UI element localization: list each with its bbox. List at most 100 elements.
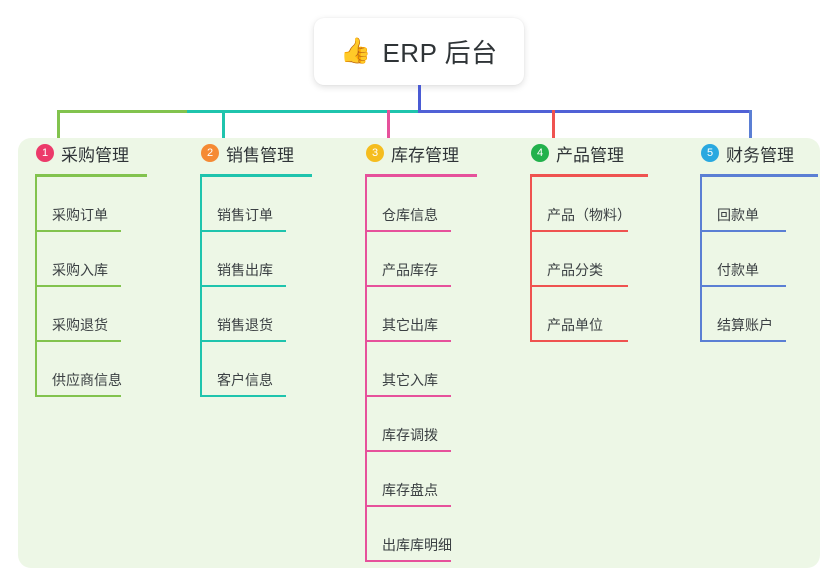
item-underline (365, 340, 451, 342)
item-underline (365, 505, 451, 507)
connector-bus-segment-2 (187, 110, 418, 113)
column-header-4[interactable]: 4 产品管理 (513, 138, 624, 168)
item-label: 出库库明细 (382, 537, 452, 553)
item-underline (35, 230, 121, 232)
column-title: 采购管理 (61, 145, 129, 165)
column-badge-5: 5 (701, 144, 719, 162)
column-财务管理: 5 财务管理回款单付款单结算账户 (683, 138, 818, 342)
item-label: 其它出库 (382, 317, 438, 333)
item-spine (700, 287, 702, 342)
item-label: 库存调拨 (382, 427, 438, 443)
column-underline (200, 174, 312, 177)
item-label: 客户信息 (217, 372, 273, 388)
item-label: 销售退货 (217, 317, 273, 333)
column-underline (530, 174, 648, 177)
item-label: 仓库信息 (382, 207, 438, 223)
connector-drop-5 (749, 110, 752, 147)
connector-bus-segment-3 (418, 110, 752, 113)
column-underline (700, 174, 818, 177)
item-underline (365, 450, 451, 452)
thumbs-up-icon: 👍 (340, 37, 372, 65)
item-underline (200, 285, 286, 287)
item-label: 销售出库 (217, 262, 273, 278)
column-header-1[interactable]: 1 采购管理 (18, 138, 129, 168)
item-underline (365, 230, 451, 232)
item-label: 库存盘点 (382, 482, 438, 498)
item-spine (365, 452, 367, 507)
connector-drop-3 (387, 110, 390, 147)
item-spine (365, 287, 367, 342)
item-underline (530, 340, 628, 342)
item-spine (700, 177, 702, 232)
column-库存管理: 3 库存管理仓库信息产品库存其它出库其它入库库存调拨库存盘点出库库明细 (348, 138, 477, 562)
item-underline (200, 340, 286, 342)
column-underline (35, 174, 147, 177)
item-spine (365, 397, 367, 452)
item-label: 销售订单 (217, 207, 273, 223)
connector-root-stem (418, 85, 421, 112)
column-badge-1: 1 (36, 144, 54, 162)
item-label: 采购退货 (52, 317, 108, 333)
column-header-3[interactable]: 3 库存管理 (348, 138, 459, 168)
item-underline (365, 560, 451, 562)
item-label: 产品分类 (547, 262, 603, 278)
item-spine (530, 177, 532, 232)
column-badge-4: 4 (531, 144, 549, 162)
column-title: 销售管理 (226, 145, 294, 165)
connector-bus-segment-1 (57, 110, 187, 113)
item-label: 结算账户 (717, 317, 773, 333)
item-underline (700, 285, 786, 287)
root-node-card[interactable]: 👍 ERP 后台 (314, 18, 524, 85)
column-badge-3: 3 (366, 144, 384, 162)
item-underline (530, 285, 628, 287)
item-spine (365, 177, 367, 232)
item-spine (35, 177, 37, 232)
item-label: 回款单 (717, 207, 759, 223)
root-node-content: 👍 ERP 后台 (340, 33, 497, 70)
item-label: 产品库存 (382, 262, 438, 278)
connector-drop-1 (57, 110, 60, 147)
item-label: 其它入库 (382, 372, 438, 388)
item-underline (530, 230, 628, 232)
item-spine (365, 507, 367, 562)
item-label: 采购入库 (52, 262, 108, 278)
item-underline (200, 395, 286, 397)
item-spine (530, 232, 532, 287)
item-underline (365, 285, 451, 287)
column-产品管理: 4 产品管理产品（物料） 产品分类产品单位 (513, 138, 648, 342)
item-underline (35, 395, 121, 397)
item-underline (35, 285, 121, 287)
column-采购管理: 1 采购管理采购订单采购入库采购退货供应商信息 (18, 138, 147, 397)
item-spine (530, 287, 532, 342)
item-underline (365, 395, 451, 397)
item-underline (700, 230, 786, 232)
column-title: 产品管理 (556, 145, 624, 165)
item-label: 采购订单 (52, 207, 108, 223)
item-underline (200, 230, 286, 232)
item-label: 产品（物料） (547, 207, 631, 223)
item-label: 付款单 (717, 262, 759, 278)
connector-drop-2 (222, 110, 225, 147)
root-node-title: ERP 后台 (382, 38, 498, 68)
column-title: 财务管理 (726, 145, 794, 165)
item-spine (200, 177, 202, 232)
item-spine (35, 342, 37, 397)
item-label: 供应商信息 (52, 372, 122, 388)
column-underline (365, 174, 477, 177)
item-underline (35, 340, 121, 342)
item-underline (700, 340, 786, 342)
item-spine (200, 342, 202, 397)
item-spine (200, 287, 202, 342)
column-title: 库存管理 (391, 145, 459, 165)
connector-drop-4 (552, 110, 555, 147)
item-spine (35, 287, 37, 342)
item-spine (35, 232, 37, 287)
item-spine (365, 342, 367, 397)
item-spine (700, 232, 702, 287)
column-header-5[interactable]: 5 财务管理 (683, 138, 794, 168)
item-spine (365, 232, 367, 287)
item-label: 产品单位 (547, 317, 603, 333)
